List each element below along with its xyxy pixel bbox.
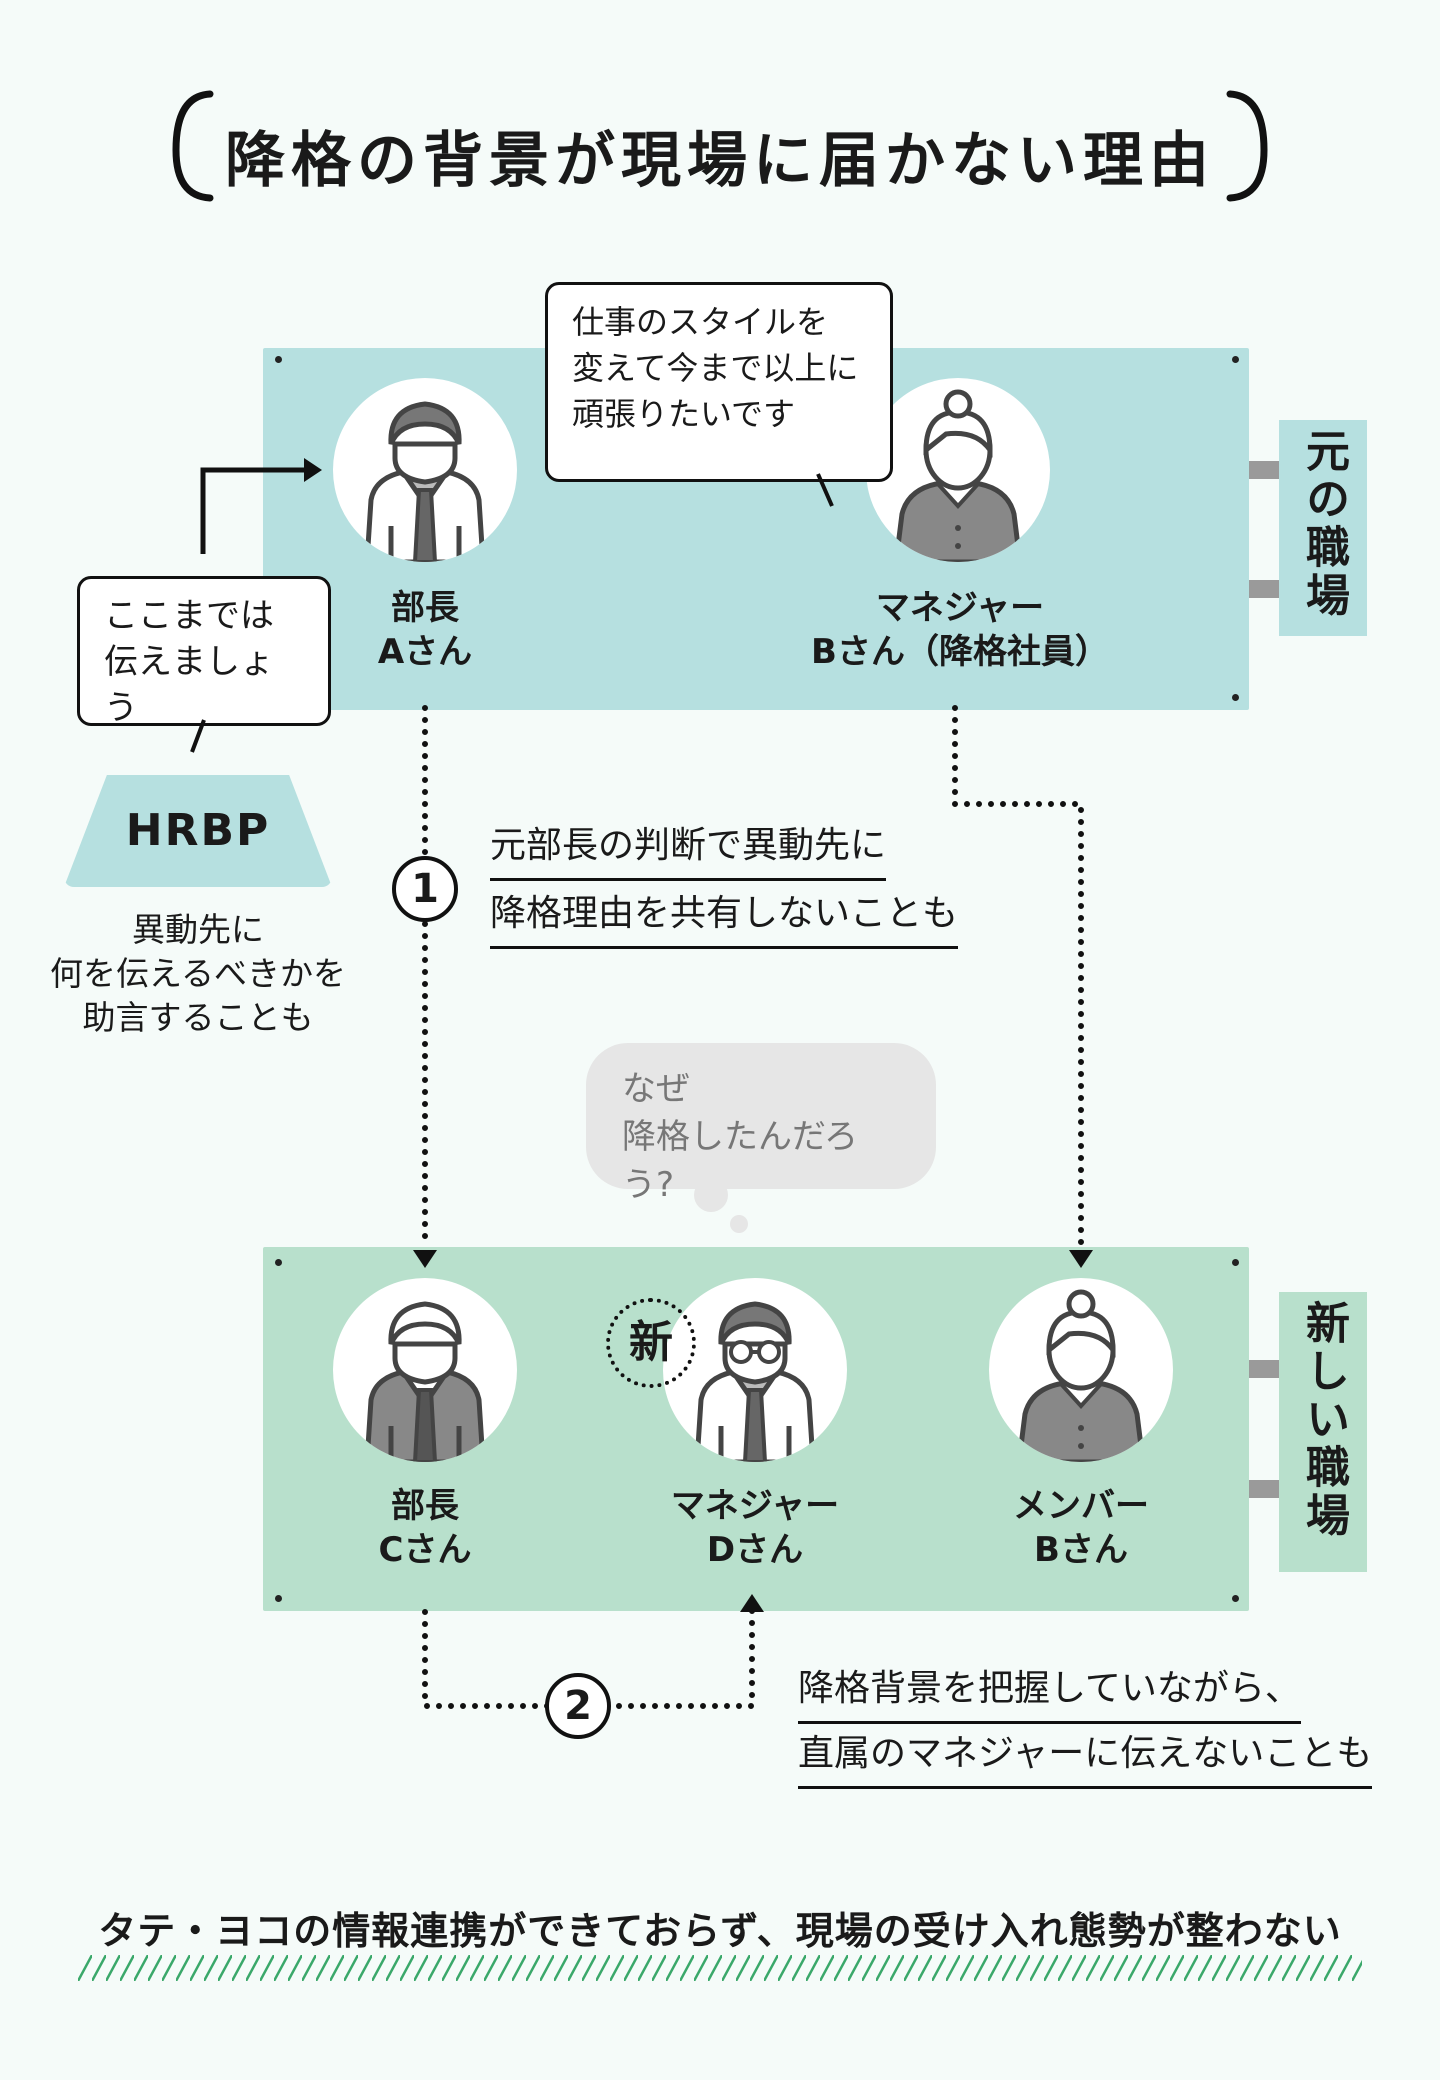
hrbp-speech-bubble: ここまでは 伝えましょう <box>77 576 331 728</box>
hrbp-arrow <box>200 458 322 554</box>
bubble-line: ここまでは <box>104 596 274 636</box>
step-2-line-1: 降格背景を把握していながら、 <box>798 1665 1301 1724</box>
bubble-line: 仕事のスタイルを <box>572 303 829 341</box>
speech-tail <box>190 719 206 753</box>
male-manager-icon <box>364 401 486 562</box>
person-c-role: 部長 <box>391 1486 459 1526</box>
step-1-line-1: 元部長の判断で異動先に <box>490 822 887 881</box>
person-b-new-role: メンバー <box>1013 1486 1149 1526</box>
male-glasses-icon <box>694 1301 816 1462</box>
hrbp-label: HRBP <box>125 805 271 856</box>
person-b-avatar <box>866 378 1050 562</box>
person-d-name: Dさん <box>706 1530 804 1570</box>
footer-hatch-underline <box>78 1955 1362 1981</box>
tag-connector <box>1249 1360 1279 1378</box>
hrbp-caption: 異動先に 何を伝えるべきかを 助言することも <box>30 908 366 1040</box>
tag-connector <box>1249 461 1279 479</box>
footer-summary: タテ・ヨコの情報連携ができておらず、現場の受け入れ態勢が整わない <box>98 1909 1342 1953</box>
person-b-label: マネジャー Bさん（降格社員） <box>780 586 1140 674</box>
female-employee-icon <box>893 389 1023 562</box>
person-a-label: 部長 Aさん <box>325 586 525 674</box>
person-d-role: マネジャー <box>670 1486 840 1526</box>
title-brackets <box>172 90 1268 202</box>
person-a-role: 部長 <box>391 588 459 628</box>
person-c-label: 部長 Cさん <box>325 1484 525 1572</box>
person-b-new-name: Bさん <box>1034 1530 1128 1570</box>
panel-corner-dot <box>1232 356 1239 363</box>
speech-tail <box>816 473 834 507</box>
caption-line: 助言することも <box>82 998 314 1037</box>
person-c-name: Cさん <box>378 1530 472 1570</box>
tag-connector <box>1249 1480 1279 1498</box>
tag-connector <box>1249 580 1279 598</box>
panel-corner-dot <box>1232 694 1239 701</box>
page-title: 降格の背景が現場に届かない理由 <box>225 126 1215 196</box>
bubble-line: 頑張りたいです <box>572 395 796 433</box>
bubble-line: 伝えましょう <box>104 642 274 728</box>
panel-corner-dot <box>275 1259 282 1266</box>
step-2-number: 2 <box>545 1673 611 1739</box>
person-b-new-label: メンバー Bさん <box>961 1484 1201 1572</box>
thought-dot <box>694 1178 728 1212</box>
person-d-avatar <box>663 1278 847 1462</box>
new-workplace-tag: 新しい職場 <box>1279 1292 1367 1572</box>
panel-corner-dot <box>1232 1595 1239 1602</box>
person-b-role: マネジャー <box>875 588 1045 628</box>
person-b-new-avatar <box>989 1278 1173 1462</box>
person-b-speech-bubble: 仕事のスタイルを 変えて今まで以上に 頑張りたいです <box>545 282 893 482</box>
male-manager-icon <box>364 1301 486 1462</box>
new-badge: 新 <box>606 1298 696 1388</box>
thought-bubble: なぜ 降格したんだろう? <box>586 1043 936 1205</box>
old-workplace-tag-text: 元の職場 <box>1298 428 1349 620</box>
step-1-line-2: 降格理由を共有しないことも <box>490 890 959 949</box>
thought-line: なぜ <box>622 1069 690 1109</box>
person-a-avatar <box>333 378 517 562</box>
step-2-line-2: 直属のマネジャーに伝えないことも <box>798 1730 1373 1789</box>
new-workplace-tag-text: 新しい職場 <box>1298 1300 1349 1540</box>
panel-corner-dot <box>275 356 282 363</box>
thought-dot <box>730 1215 748 1233</box>
hrbp-shape <box>64 775 332 887</box>
bubble-line: 変えて今まで以上に <box>572 349 859 387</box>
thought-line: 降格したんだろう? <box>622 1117 858 1205</box>
person-a-name: Aさん <box>377 632 473 672</box>
step-1-number: 1 <box>392 856 458 922</box>
female-employee-icon <box>1016 1289 1146 1462</box>
person-b-name: Bさん（降格社員） <box>811 632 1109 672</box>
person-c-avatar <box>333 1278 517 1462</box>
person-d-label: マネジャー Dさん <box>635 1484 875 1572</box>
caption-line: 何を伝えるべきかを <box>49 954 346 993</box>
caption-line: 異動先に <box>132 910 264 949</box>
panel-corner-dot <box>1232 1259 1239 1266</box>
panel-corner-dot <box>275 1595 282 1602</box>
old-workplace-tag: 元の職場 <box>1279 420 1367 636</box>
